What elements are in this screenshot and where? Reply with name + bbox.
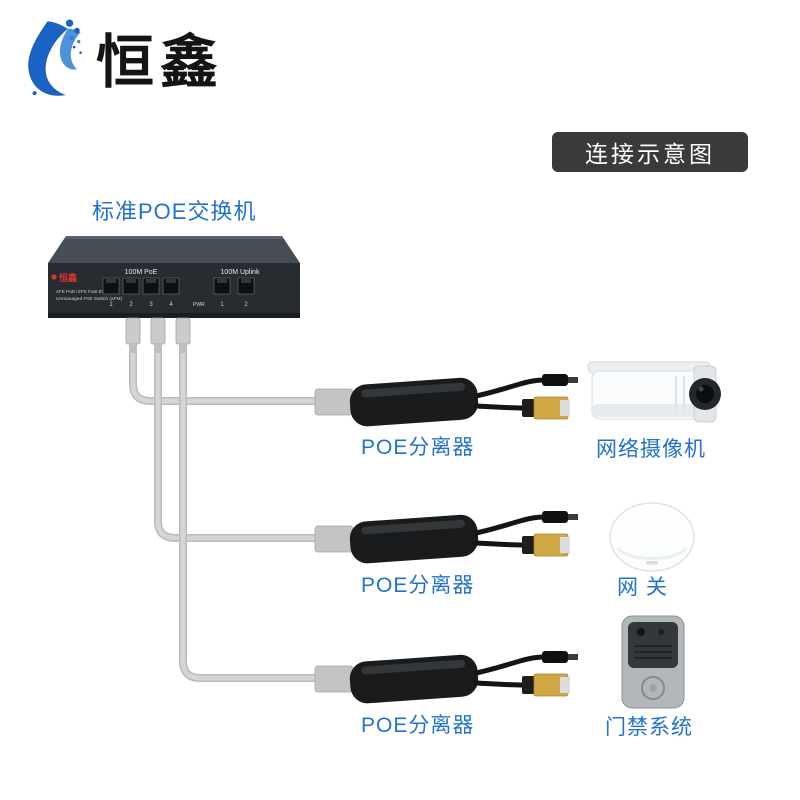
rj45-plug-3 bbox=[175, 317, 191, 353]
poe-port-number-1: 1 bbox=[109, 302, 113, 308]
access-control-illustration bbox=[621, 615, 685, 709]
poe-port-number-4: 4 bbox=[169, 302, 173, 308]
switch-poe-ports bbox=[102, 277, 180, 295]
dc-plug-icon bbox=[542, 374, 578, 386]
ethernet-cable-2-highlight bbox=[155, 347, 320, 541]
brand-name: 恒鑫 bbox=[96, 29, 225, 95]
rj45-plug-1 bbox=[125, 317, 141, 353]
switch-desc-line1: 4FE PoE+2FE Fast Ethernet bbox=[56, 289, 118, 295]
switch-uplink-ports bbox=[213, 277, 255, 295]
dc-plug-icon bbox=[542, 651, 578, 663]
ethernet-cable-3-highlight bbox=[180, 347, 320, 681]
switch-brand-text: 恒鑫 bbox=[59, 272, 77, 283]
splitter-label-2: POE分离器 bbox=[361, 574, 475, 597]
splitter-label-1: POE分离器 bbox=[361, 436, 475, 459]
splitter-lan-cable bbox=[473, 403, 527, 411]
diagram-title-badge: 连接示意图 bbox=[552, 132, 748, 172]
poe-splitter-2 bbox=[314, 511, 578, 564]
rj45-connector-icon bbox=[522, 396, 570, 420]
device-label-gateway: 网 关 bbox=[617, 576, 668, 599]
rj45-connector-icon bbox=[522, 673, 570, 697]
splitter-dc-cable bbox=[473, 377, 547, 399]
poe-port-number-2: 2 bbox=[129, 302, 133, 308]
ethernet-cables bbox=[129, 346, 321, 682]
brand-logo-icon bbox=[16, 14, 90, 111]
uplink-port-number-1: 1 bbox=[220, 302, 224, 308]
switch-uplink-group-label: 100M Uplink bbox=[221, 269, 260, 276]
switch-label: 标准POE交换机 bbox=[92, 199, 257, 224]
rj45-connector-icon bbox=[522, 533, 570, 557]
splitter-label-3: POE分离器 bbox=[361, 714, 475, 737]
switch-desc-line2: Unmanaged PoE Switch (aFM) bbox=[56, 296, 123, 302]
switch-rj45-plugs bbox=[125, 317, 191, 353]
poe-splitter-3 bbox=[314, 651, 578, 704]
poe-switch-illustration: 恒鑫 4FE PoE+2FE Fast Ethernet Unmanaged P… bbox=[48, 236, 300, 318]
poe-port-number-3: 3 bbox=[149, 302, 153, 308]
dc-plug-icon bbox=[542, 511, 578, 523]
device-label-camera: 网络摄像机 bbox=[596, 438, 706, 461]
poe-splitter-1 bbox=[314, 374, 578, 427]
device-label-access-control: 门禁系统 bbox=[605, 716, 693, 739]
switch-pwr-label: PWR bbox=[193, 302, 205, 308]
diagram-title: 连接示意图 bbox=[585, 141, 715, 167]
ethernet-cable-1-highlight bbox=[130, 347, 320, 404]
rj45-plug-2 bbox=[150, 317, 166, 353]
switch-poe-group-label: 100M PoE bbox=[125, 269, 158, 276]
brand-logo: 恒鑫 bbox=[16, 14, 224, 111]
wireless-gateway-illustration bbox=[609, 502, 695, 572]
ip-camera-illustration bbox=[587, 361, 721, 423]
switch-brand-mark: 恒鑫 bbox=[51, 272, 77, 283]
uplink-port-number-2: 2 bbox=[244, 302, 248, 308]
